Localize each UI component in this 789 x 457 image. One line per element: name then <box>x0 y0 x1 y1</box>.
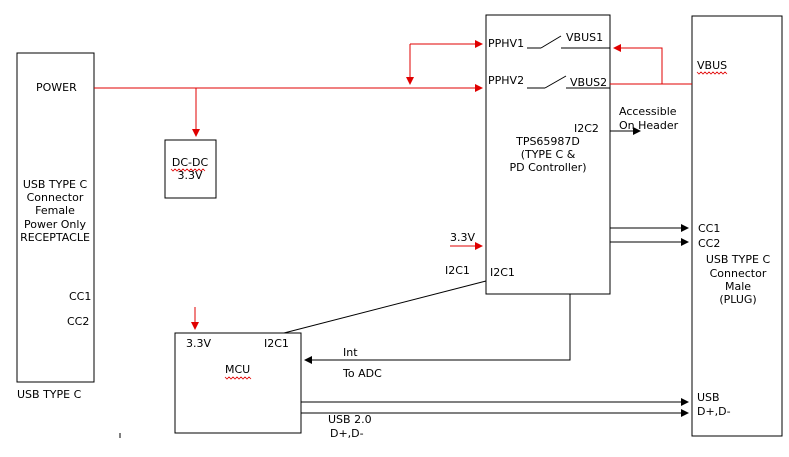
i2c1-line-label: I2C1 <box>445 264 470 277</box>
switch1-blade <box>540 35 562 49</box>
left-connector-caption: USB TYPE C <box>17 388 82 401</box>
right-cc1-label: CC1 <box>698 222 720 235</box>
dcdc-text: DC-DC 3.3V <box>172 156 209 182</box>
mcu-box <box>174 332 302 434</box>
signal-lines <box>119 35 689 438</box>
controller-box <box>485 14 611 295</box>
mcu-i2c1-label: I2C1 <box>264 337 289 350</box>
left-cc1-label: CC1 <box>69 290 91 303</box>
right-desc-line: Male <box>725 280 751 293</box>
int-line <box>304 294 571 364</box>
header-line: On Header <box>619 119 679 132</box>
header-line: Accessible <box>619 105 677 118</box>
usb20-line: USB 2.0 <box>328 413 372 426</box>
left-desc-line: USB TYPE C <box>23 178 88 191</box>
pphv2-label: PPHV2 <box>488 74 524 87</box>
left-cc2-label: CC2 <box>67 315 89 328</box>
right-connector-description: USB TYPE C Connector Male (PLUG) <box>706 253 771 306</box>
i2c1-link-line <box>283 280 487 334</box>
vbus2-label: VBUS2 <box>570 76 607 89</box>
squiggles <box>170 71 728 380</box>
controller-name: TPS65987D (TYPE C & PD Controller) <box>510 135 587 174</box>
to-adc-label: To ADC <box>342 367 382 380</box>
vbus1-label: VBUS1 <box>566 31 603 44</box>
right-usb-line: D+,D- <box>697 405 731 418</box>
left-desc-line: Power Only <box>24 218 86 231</box>
power-label: POWER <box>36 81 77 94</box>
switch2-blade <box>544 75 567 89</box>
usb20-line: D+,D- <box>330 427 364 440</box>
right-cc2-label: CC2 <box>698 237 720 250</box>
right-usb-line: USB <box>697 391 720 404</box>
v33-input-label: 3.3V <box>450 231 475 244</box>
right-desc-line: (PLUG) <box>719 293 756 306</box>
right-desc-line: USB TYPE C <box>706 253 771 266</box>
i2c2-label: I2C2 <box>574 122 599 135</box>
vbus-squiggle <box>696 71 728 75</box>
left-connector-box <box>16 52 95 383</box>
dcdc-squiggle <box>170 168 206 172</box>
mcu-v33-label: 3.3V <box>186 337 211 350</box>
controller-name-line: TPS65987D <box>515 135 580 148</box>
dcdc-line: 3.3V <box>177 169 202 182</box>
int-label: Int <box>343 346 358 359</box>
controller-name-line: (TYPE C & <box>521 148 576 161</box>
power-lines <box>94 40 692 330</box>
controller-i2c1-label: I2C1 <box>490 266 515 279</box>
mcu-squiggle <box>224 376 252 380</box>
vbus1-feedback-line <box>613 44 663 84</box>
pphv1-label: PPHV1 <box>488 37 524 50</box>
right-desc-line: Connector <box>710 267 767 280</box>
controller-name-line: PD Controller) <box>510 161 587 174</box>
right-connector-box <box>691 15 783 437</box>
left-desc-line: Female <box>35 204 75 217</box>
right-vbus-label: VBUS <box>697 59 727 72</box>
mcu-name-label: MCU <box>225 363 250 376</box>
left-connector-description: USB TYPE C Connector Female Power Only R… <box>20 178 90 244</box>
dcdc-line: DC-DC <box>172 156 209 169</box>
left-desc-line: RECEPTACLE <box>20 231 90 244</box>
left-desc-line: Connector <box>27 191 84 204</box>
